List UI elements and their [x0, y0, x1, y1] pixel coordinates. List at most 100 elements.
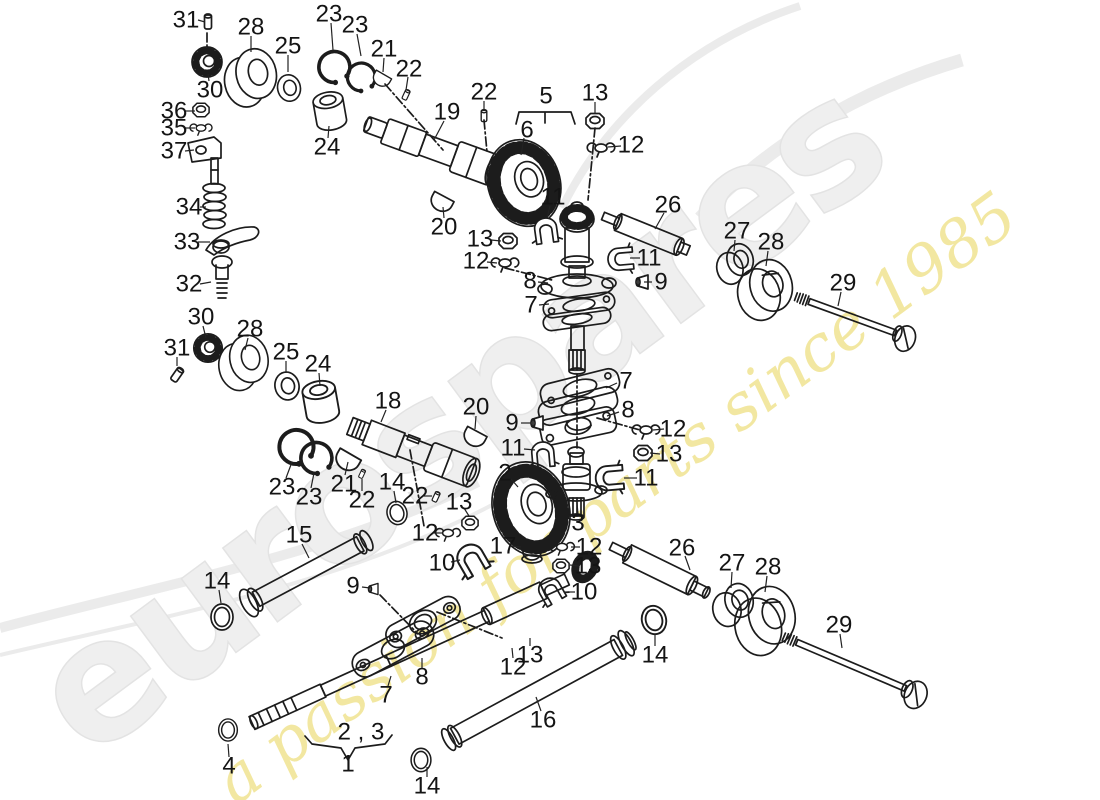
nut-36	[192, 102, 210, 118]
pin-31-mid	[169, 365, 186, 384]
label-leader-line	[730, 571, 733, 589]
nut-13-c	[633, 444, 653, 462]
label-leader-line	[361, 586, 371, 589]
key-20-top	[426, 190, 455, 216]
part-label-7: 7	[379, 682, 392, 709]
construction-lines	[206, 32, 641, 639]
part-label-29: 29	[830, 270, 857, 297]
label-leader-line	[318, 372, 321, 387]
screw-29-upper	[793, 292, 917, 353]
nut-13-e	[552, 558, 570, 574]
part-label-8: 8	[523, 268, 536, 295]
part-label-31: 31	[173, 7, 200, 34]
part-label-28: 28	[237, 316, 264, 343]
label-leader-line	[450, 559, 461, 563]
label-leader-line	[463, 507, 470, 517]
bushing-24-mid	[299, 377, 342, 427]
bearing-28-lower-right	[733, 585, 797, 657]
part-label-28: 28	[238, 14, 265, 41]
part-label-33: 33	[174, 229, 201, 256]
shaft-26-lower	[608, 541, 711, 599]
watermark-layer: eurospares a passion for parts since 198…	[0, 2, 1031, 800]
line-art	[169, 13, 928, 773]
screw-29-lower	[781, 632, 928, 710]
label-leader-line	[649, 452, 661, 455]
label-leader-line	[356, 33, 362, 57]
part-label-9: 9	[505, 410, 518, 437]
part-label-20: 20	[463, 394, 490, 421]
label-leader-line	[344, 461, 349, 476]
label-leader-line	[733, 239, 736, 252]
bearing-28-top	[217, 44, 284, 112]
part-label-14: 14	[642, 642, 669, 669]
part-label-4: 4	[222, 753, 235, 780]
label-leader-line	[433, 120, 445, 141]
part-label-18: 18	[375, 388, 402, 415]
label-leader-line	[227, 743, 230, 758]
part-label-8: 8	[415, 664, 428, 691]
camshaft-18	[345, 416, 481, 488]
part-label-2: 2	[498, 460, 511, 487]
part-label-6: 6	[520, 117, 533, 144]
part-label-13: 13	[582, 80, 609, 107]
washer-25-mid	[271, 368, 303, 404]
part-label-12: 12	[618, 132, 645, 159]
part-label-27: 27	[719, 550, 746, 577]
part-label-2,3: 2 , 3	[338, 719, 385, 746]
part-label-23: 23	[296, 484, 323, 511]
label-leader-line	[605, 382, 618, 389]
part-label-23: 23	[342, 12, 369, 39]
label-leader-line	[511, 545, 522, 548]
part-label-15: 15	[286, 522, 313, 549]
label-leader-line	[184, 149, 195, 152]
label-leader-line	[202, 325, 207, 339]
bracket-37	[187, 136, 222, 185]
part-label-19: 19	[434, 99, 461, 126]
tube-15	[238, 529, 374, 618]
shaft-26-upper	[600, 211, 692, 257]
flange-8-lower	[385, 595, 461, 649]
label-leader-line	[382, 57, 385, 73]
part-label-26: 26	[669, 535, 696, 562]
oring-4	[217, 718, 239, 742]
label-leader-line	[490, 239, 502, 242]
part-label-35: 35	[161, 115, 188, 142]
part-label-24: 24	[305, 351, 332, 378]
part-label-11: 11	[637, 245, 662, 272]
label-leader-line	[764, 575, 768, 593]
part-label-16: 16	[530, 707, 557, 734]
label-leader-line	[393, 490, 397, 504]
label-leader-line	[607, 145, 622, 148]
part-label-9: 9	[654, 269, 667, 296]
label-leader-line	[486, 261, 498, 264]
part-label-21: 21	[331, 471, 358, 498]
oring-14-d	[410, 747, 432, 773]
label-leader-line	[405, 76, 409, 91]
gear-30-mid	[194, 334, 223, 363]
part-label-25: 25	[275, 33, 302, 60]
label-leader-line	[387, 675, 392, 687]
pin-22-a	[401, 88, 412, 102]
label-leader-line	[520, 137, 525, 156]
part-label-7: 7	[619, 368, 632, 395]
part-label-21: 21	[371, 36, 398, 63]
label-leader-line	[285, 461, 293, 479]
main-shaft-1	[248, 573, 571, 731]
dome-17	[521, 543, 543, 564]
part-label-37: 37	[161, 138, 188, 165]
label-leader-line	[380, 409, 387, 423]
part-label-22: 22	[349, 487, 376, 514]
part-label-13: 13	[467, 226, 494, 253]
label-leader-line	[839, 633, 843, 649]
label-leader-line	[510, 478, 519, 488]
part-label-30: 30	[188, 304, 215, 331]
label-leader-line	[765, 250, 769, 267]
rocker-33	[205, 226, 260, 256]
part-label-26: 26	[655, 192, 682, 219]
part-label-30: 30	[197, 77, 224, 104]
label-leader-line	[535, 696, 542, 712]
part-label-22: 22	[471, 79, 498, 106]
part-label-11: 11	[634, 465, 659, 492]
part-label-32: 32	[176, 271, 203, 298]
part-label-12: 12	[576, 534, 603, 561]
